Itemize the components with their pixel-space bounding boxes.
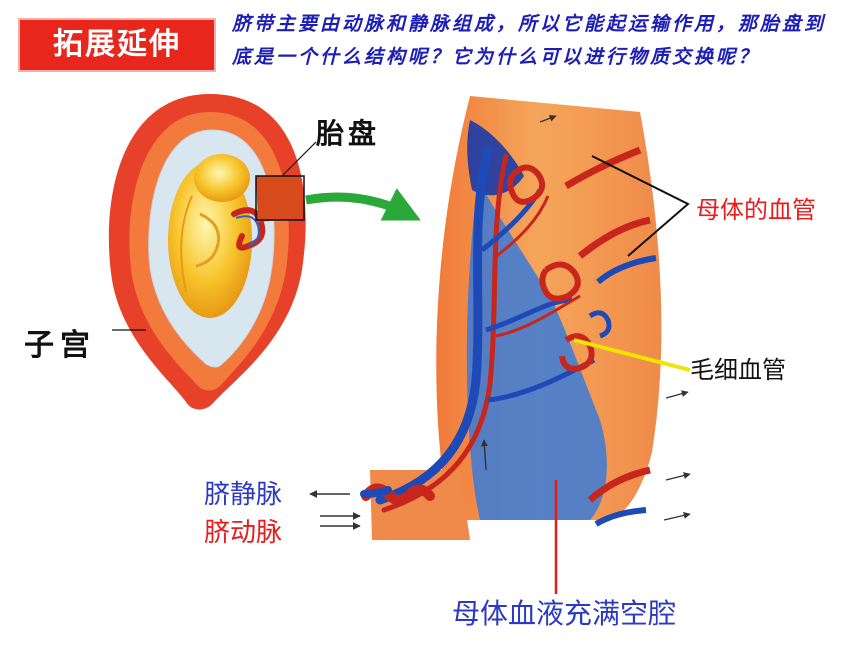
umbilical-cord-enlarged-vein: [360, 486, 392, 498]
umbilical-cord-vein: [235, 215, 260, 247]
umbilical-cord: [231, 207, 266, 251]
fetus-head: [194, 154, 250, 202]
label-umbilical-vein: 脐静脉: [204, 480, 283, 510]
label-placenta: 胎盘: [316, 117, 381, 150]
maternal-vessel-4: [587, 466, 651, 503]
fetus-limb: [195, 212, 221, 268]
intro-text: 脐带主要由动脉和静脉组成，所以它能起运输作用，那胎盘到底是一个什么结构呢？它为什…: [232, 13, 827, 68]
maternal-vessel-3: [596, 255, 657, 285]
capillary-pointer: [573, 338, 691, 372]
fetal-vessel-trunk: [375, 145, 493, 505]
villus-cluster-blue: [588, 310, 612, 339]
maternal-vessel-5: [594, 507, 647, 527]
umbilical-cord-enlarged: [361, 483, 435, 505]
maternal-blood-cavity: [466, 180, 607, 520]
flow-arrow-4: [663, 512, 691, 521]
uterus-drawing: [108, 94, 421, 410]
villus-cluster-low: [559, 333, 595, 372]
placenta-enlarged: [309, 96, 691, 594]
zoom-box: [255, 175, 305, 221]
flow-arrow-1: [539, 114, 557, 123]
cord-tissue: [370, 470, 470, 540]
fetus-spine: [180, 195, 193, 293]
vessel-branch-1: [485, 297, 573, 333]
vessel-branch-4: [495, 294, 581, 338]
label-capillary: 毛细血管: [690, 356, 786, 384]
flow-arrow-3: [665, 472, 691, 481]
flow-arrow-2: [665, 390, 689, 399]
placenta-label-line: [281, 141, 317, 177]
maternal-vessel-2: [577, 216, 651, 259]
vessel-branch-5: [493, 195, 550, 260]
zoom-arrow: [305, 188, 421, 221]
villus-cluster-mid: [539, 261, 581, 302]
label-uterus: 子宫: [24, 328, 96, 363]
label-maternal-blood-cavity: 母体血液充满空腔: [452, 597, 677, 630]
maternal-vessels-pointer: [591, 155, 690, 257]
fetal-vessel-trunk-red: [381, 153, 509, 513]
maternal-vessel-1: [564, 146, 642, 190]
section-banner: 拓展延伸: [18, 18, 216, 72]
label-maternal-vessels: 母体的血管: [696, 196, 816, 224]
label-umbilical-artery: 脐动脉: [204, 518, 283, 548]
villus-cluster-top: [507, 164, 546, 205]
placenta-in-uterus: [256, 176, 304, 222]
flow-arrow-5: [480, 439, 488, 471]
